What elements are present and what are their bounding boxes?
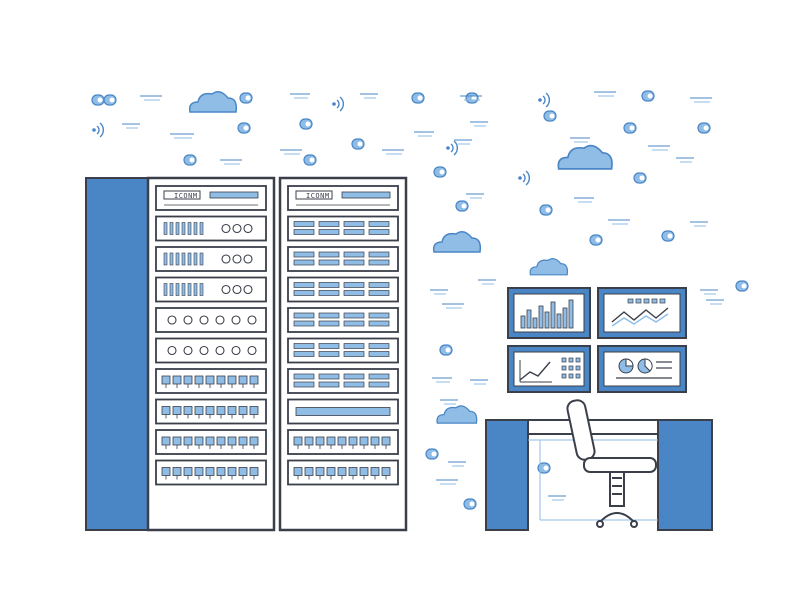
office-chair (566, 399, 657, 528)
bar-chart-icon (520, 299, 574, 329)
trend-chart-icon (519, 357, 581, 383)
dot-decor (303, 154, 317, 166)
dot-decor (661, 230, 675, 242)
cloud-icon (529, 258, 569, 276)
dot-decor (425, 448, 439, 460)
dot-decor (697, 122, 711, 134)
rack-unit (287, 276, 399, 303)
rack-unit (287, 368, 399, 394)
dot-decor (735, 280, 749, 292)
dot-decor (91, 94, 105, 106)
rack-unit (287, 185, 399, 211)
server-rack-right (278, 176, 408, 532)
rack-unit (287, 398, 399, 425)
rack-unit (155, 185, 267, 211)
rack-unit (155, 368, 267, 394)
dot-decor (433, 166, 447, 178)
line-chart-icon (611, 298, 669, 327)
dot-decor (183, 154, 197, 166)
rack-unit (287, 215, 399, 242)
side-cabinet (85, 177, 149, 531)
cloud-icon (188, 91, 238, 113)
cloud-icon (557, 144, 613, 170)
dot-decor (239, 92, 253, 104)
monitor-pie-chart (597, 345, 687, 393)
dot-decor (641, 90, 655, 102)
rack-unit (287, 337, 399, 364)
server-rack-left (146, 176, 276, 532)
dot-decor (237, 122, 251, 134)
sky-decor (91, 90, 749, 510)
dot-decor (623, 122, 637, 134)
wifi-icon (538, 92, 550, 108)
rack-unit (155, 459, 267, 486)
dot-decor (455, 200, 469, 212)
dot-decor (439, 344, 453, 356)
monitor-trend-chart (507, 345, 591, 393)
wifi-icon (332, 96, 344, 112)
monitor-line-chart (597, 287, 687, 339)
rack-unit (155, 246, 267, 272)
rack-unit (287, 246, 399, 272)
dot-decor (299, 118, 313, 130)
rack-unit (287, 429, 399, 455)
dot-decor (465, 92, 479, 104)
pie-chart-icon (616, 358, 672, 379)
rack-left-label: ICONM (174, 192, 198, 200)
cloud-icon (436, 405, 478, 424)
rack-unit (155, 215, 267, 242)
rack-unit (155, 429, 267, 455)
rack-unit (287, 307, 399, 333)
dot-decor (537, 462, 551, 474)
rack-unit (155, 307, 267, 333)
dot-decor (463, 498, 477, 510)
rack-unit (155, 398, 267, 425)
monitor-wall (507, 287, 687, 393)
monitor-bar-chart (507, 287, 591, 339)
desk (485, 419, 713, 531)
dot-decor (351, 138, 365, 150)
rack-unit (287, 459, 399, 486)
rack-unit (155, 276, 267, 303)
rack-unit (155, 337, 267, 364)
dot-decor (539, 204, 553, 216)
wifi-icon (446, 140, 458, 156)
dot-decor (633, 172, 647, 184)
dot-decor (103, 94, 117, 106)
wifi-icon (92, 122, 104, 138)
wifi-icon (518, 170, 530, 186)
cloud-icon (432, 231, 482, 253)
dot-decor (589, 234, 603, 246)
rack-right-label: ICONM (306, 192, 330, 200)
dot-decor (411, 92, 425, 104)
dot-decor (543, 110, 557, 122)
